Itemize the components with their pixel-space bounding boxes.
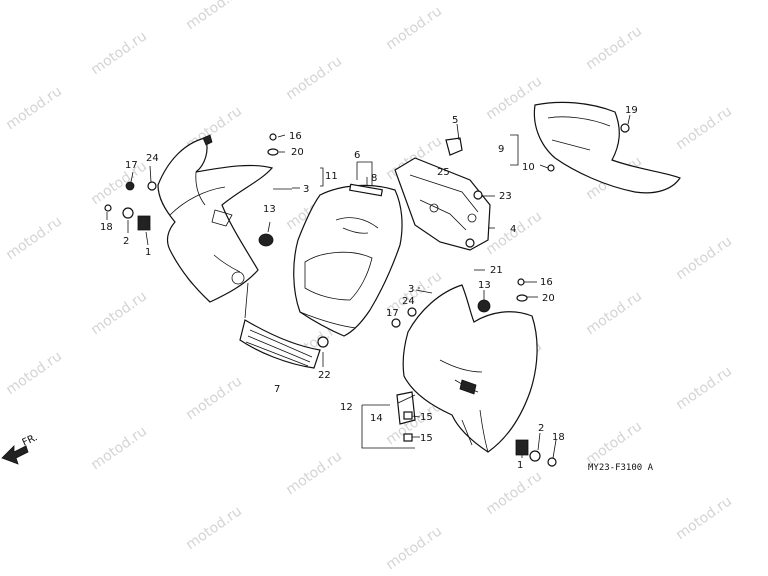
- watermark: motod.ru: [383, 3, 445, 53]
- watermark: motod.ru: [283, 448, 345, 498]
- watermark: motod.ru: [583, 418, 645, 468]
- watermark: motod.ru: [673, 233, 735, 283]
- callout: 15: [420, 412, 433, 423]
- callout: 25: [437, 167, 450, 178]
- callout: 6: [354, 150, 360, 161]
- callout: 5: [452, 115, 458, 126]
- watermark: motod.ru: [3, 348, 65, 398]
- callout: 13: [478, 280, 491, 291]
- callout: 7: [274, 384, 280, 395]
- watermark: motod.ru: [383, 523, 445, 573]
- callout: 3: [303, 184, 309, 195]
- watermark: motod.ru: [88, 288, 150, 338]
- diagram-code: MY23-F3100 A: [588, 463, 654, 473]
- callout: 20: [542, 293, 555, 304]
- callout: 1: [145, 247, 151, 258]
- callout: 19: [625, 105, 638, 116]
- watermark: motod.ru: [183, 373, 245, 423]
- callout: 18: [100, 222, 113, 233]
- callout: 23: [499, 191, 512, 202]
- leader-lines: [106, 114, 631, 459]
- callout: 4: [510, 224, 516, 235]
- callout: 22: [318, 370, 331, 381]
- watermark: motod.ru: [583, 23, 645, 73]
- watermark: motod.ru: [3, 213, 65, 263]
- front-upper-cowl: [293, 183, 403, 337]
- watermark: motod.ru: [673, 103, 735, 153]
- watermark: motod.ru: [183, 0, 245, 33]
- callout: 10: [522, 162, 535, 173]
- callout: 18: [552, 432, 565, 443]
- callout: 9: [498, 144, 504, 155]
- watermark: motod.ru: [88, 423, 150, 473]
- callout-numbers: 16 20 11 3 6 8 17 24 18 2 1 13 7 22 5 25…: [100, 105, 638, 471]
- right-side-cowl: [402, 284, 538, 453]
- callout: 17: [386, 308, 399, 319]
- front-arrow-icon: [1, 445, 29, 465]
- left-side-cowl: [157, 134, 274, 303]
- callout: 24: [146, 153, 159, 164]
- watermark: motod.ru: [88, 28, 150, 78]
- callout: 17: [125, 160, 138, 171]
- watermark: motod.ru: [283, 53, 345, 103]
- callout: 24: [402, 296, 415, 307]
- callout: 13: [263, 204, 276, 215]
- callout: 2: [123, 236, 129, 247]
- callout: 16: [540, 277, 553, 288]
- watermark: motod.ru: [583, 288, 645, 338]
- callout: 2: [538, 423, 544, 434]
- fasteners: [104, 123, 630, 467]
- front-direction-indicator: FR.: [1, 432, 40, 465]
- callout: 1: [517, 460, 523, 471]
- lower-garnish: [239, 319, 321, 369]
- callout: 21: [490, 265, 503, 276]
- watermark: motod.ru: [673, 363, 735, 413]
- callout: 15: [420, 433, 433, 444]
- callout: 14: [370, 413, 383, 424]
- front-direction-label: FR.: [21, 432, 40, 449]
- inner-cover: [533, 101, 681, 194]
- cowl-stay: [394, 157, 491, 251]
- watermark: motod.ru: [183, 503, 245, 553]
- callout: 8: [371, 173, 377, 184]
- callout: 20: [291, 147, 304, 158]
- callout: 16: [289, 131, 302, 142]
- callout: 12: [340, 402, 353, 413]
- watermark: motod.ru: [673, 493, 735, 543]
- watermark: motod.ru: [88, 158, 150, 208]
- watermark: motod.ru: [483, 468, 545, 518]
- callout: 11: [325, 171, 338, 182]
- watermark: motod.ru: [3, 83, 65, 133]
- callout: 3: [408, 284, 414, 295]
